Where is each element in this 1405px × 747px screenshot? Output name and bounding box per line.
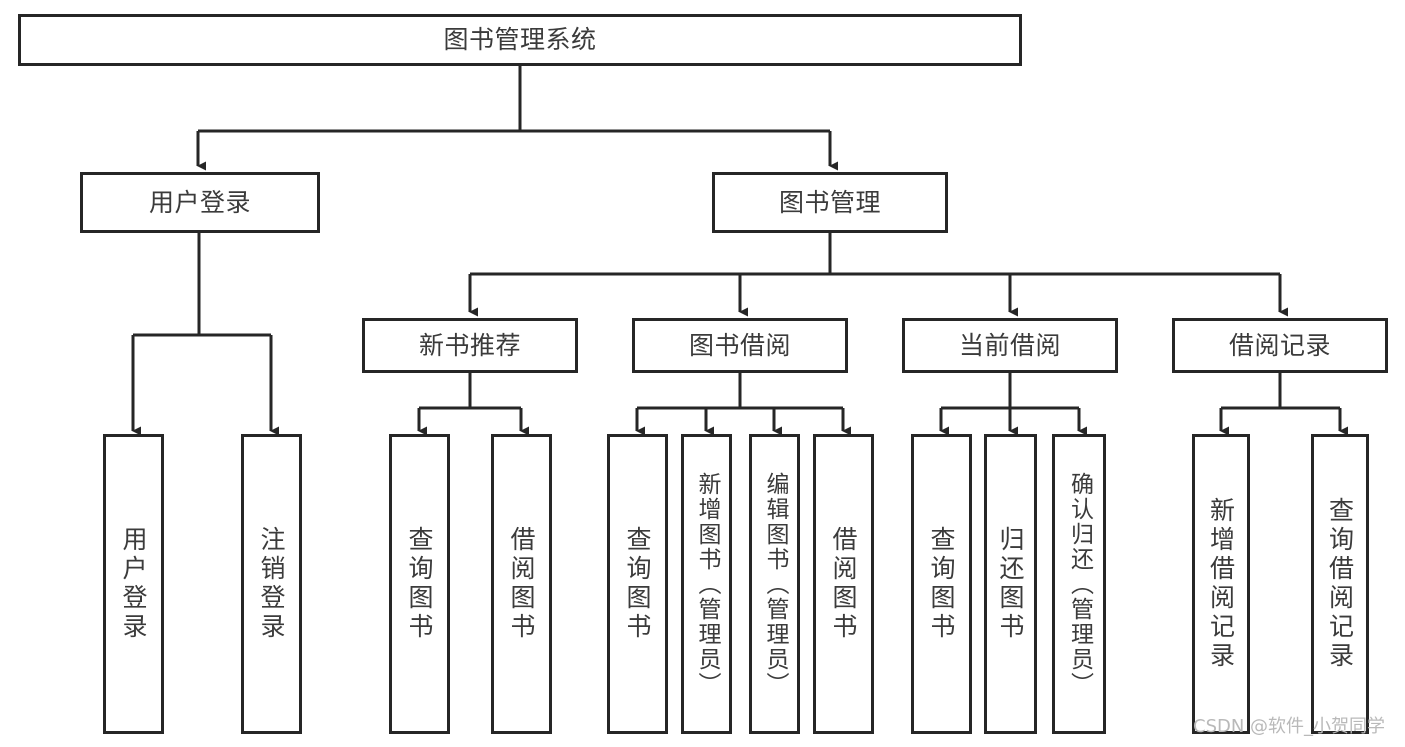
node-user-login-label: 用户登录 xyxy=(148,187,251,217)
leaf-new-book-query-label: 查询图书 xyxy=(405,526,434,642)
node-root-system[interactable]: 图书管理系统 xyxy=(18,14,1022,66)
leaf-current-return-book[interactable]: 归还图书 xyxy=(984,434,1037,734)
leaf-borrow-borrow-book[interactable]: 借阅图书 xyxy=(813,434,874,734)
leaf-record-add-record[interactable]: 新增借阅记录 xyxy=(1192,434,1250,734)
leaf-user-login-logout[interactable]: 注销登录 xyxy=(241,434,302,734)
node-current-borrow-label: 当前借阅 xyxy=(958,330,1061,360)
leaf-new-book-borrow[interactable]: 借阅图书 xyxy=(491,434,552,734)
leaf-user-login-login[interactable]: 用户登录 xyxy=(103,434,164,734)
leaf-current-query-book[interactable]: 查询图书 xyxy=(911,434,972,734)
leaf-new-book-borrow-label: 借阅图书 xyxy=(507,526,536,642)
node-current-borrow[interactable]: 当前借阅 xyxy=(902,318,1118,373)
leaf-record-query-record[interactable]: 查询借阅记录 xyxy=(1311,434,1369,734)
node-user-login[interactable]: 用户登录 xyxy=(80,172,320,233)
leaf-borrow-add-book-admin[interactable]: 新增图书（管理员） xyxy=(681,434,732,734)
node-new-book-recommend-label: 新书推荐 xyxy=(418,330,521,360)
node-new-book-recommend[interactable]: 新书推荐 xyxy=(362,318,578,373)
leaf-current-query-book-label: 查询图书 xyxy=(927,526,956,642)
node-book-borrow[interactable]: 图书借阅 xyxy=(632,318,848,373)
leaf-borrow-edit-book-admin[interactable]: 编辑图书（管理员） xyxy=(749,434,800,734)
leaf-current-confirm-return-admin-label: 确认归还（管理员） xyxy=(1066,471,1093,697)
node-book-management[interactable]: 图书管理 xyxy=(712,172,948,233)
leaf-borrow-query-book-label: 查询图书 xyxy=(623,526,652,642)
leaf-record-add-record-label: 新增借阅记录 xyxy=(1206,497,1236,671)
leaf-borrow-borrow-book-label: 借阅图书 xyxy=(829,526,858,642)
csdn-watermark: CSDN @软件_小贺同学 xyxy=(1193,716,1386,737)
leaf-new-book-query[interactable]: 查询图书 xyxy=(389,434,450,734)
node-borrow-record[interactable]: 借阅记录 xyxy=(1172,318,1388,373)
leaf-borrow-query-book[interactable]: 查询图书 xyxy=(607,434,668,734)
leaf-user-login-login-label: 用户登录 xyxy=(119,526,148,642)
node-borrow-record-label: 借阅记录 xyxy=(1228,330,1331,360)
node-book-management-label: 图书管理 xyxy=(778,187,881,217)
leaf-borrow-edit-book-admin-label: 编辑图书（管理员） xyxy=(762,471,788,697)
node-root-system-label: 图书管理系统 xyxy=(443,25,597,55)
leaf-record-query-record-label: 查询借阅记录 xyxy=(1325,497,1355,671)
leaf-current-return-book-label: 归还图书 xyxy=(996,526,1025,642)
leaf-user-login-logout-label: 注销登录 xyxy=(257,526,286,642)
node-book-borrow-label: 图书借阅 xyxy=(688,330,791,360)
leaf-current-confirm-return-admin[interactable]: 确认归还（管理员） xyxy=(1052,434,1106,734)
leaf-borrow-add-book-admin-label: 新增图书（管理员） xyxy=(694,471,720,697)
